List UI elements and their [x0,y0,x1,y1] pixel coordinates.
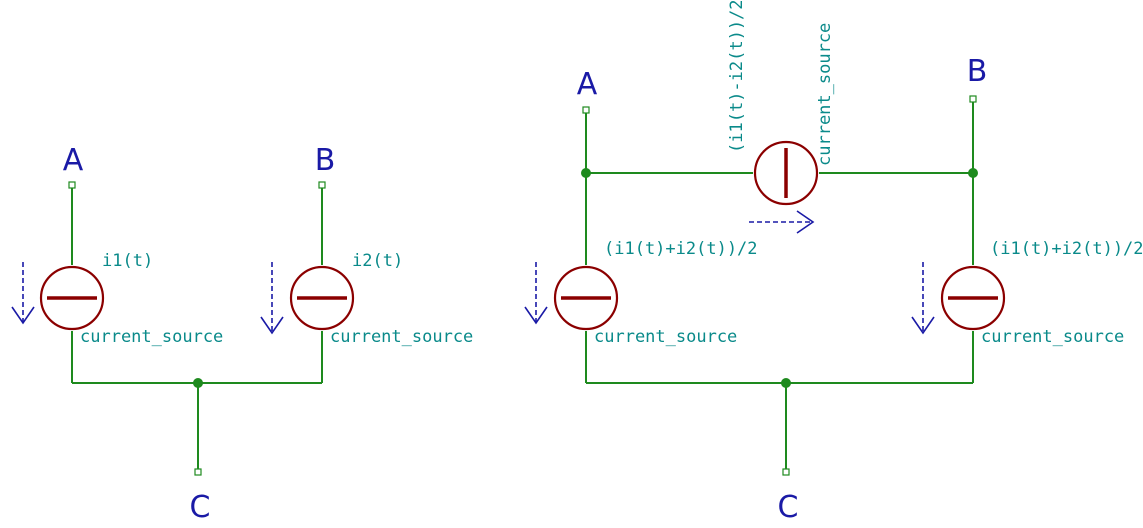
current-source-2 [289,265,355,331]
pin-b [969,95,977,103]
net-label-b: B [315,143,336,178]
pin-a [582,106,590,114]
pin-c [194,468,202,476]
source-right-name: current_source [981,327,1124,347]
current-source-left [553,265,619,331]
net-label-a: A [63,143,84,178]
source-top-value: (i1(t)-i2(t))/2 [727,0,747,153]
current-source-1 [39,265,105,331]
net-label-c: C [778,490,799,525]
pin-c [782,468,790,476]
source1-value: i1(t) [102,251,153,271]
current-source-symbol-icon [753,140,819,206]
current-source-symbol-icon [553,265,619,331]
current-direction-arrow-icon [911,262,935,335]
left-circuit: A B C i1(t) current_source i2(t) current… [11,143,473,525]
current-source-symbol-icon [940,265,1006,331]
junction-dot [193,378,203,388]
current-direction-arrow-icon [260,262,284,335]
net-label-c: C [190,490,211,525]
source1-name: current_source [80,327,223,347]
current-source-top [753,140,819,206]
current-source-right [940,265,1006,331]
junction-dot [781,378,791,388]
current-source-symbol-icon [39,265,105,331]
junction-dot [968,168,978,178]
source-right-value: (i1(t)+i2(t))/2 [990,239,1143,259]
source-left-name: current_source [594,327,737,347]
junction-dot [581,168,591,178]
current-direction-arrow-icon [749,210,815,234]
source2-value: i2(t) [352,251,403,271]
current-direction-arrow-icon [11,262,35,325]
source-left-value: (i1(t)+i2(t))/2 [604,239,758,259]
source2-name: current_source [330,327,473,347]
current-direction-arrow-icon [524,262,548,325]
net-label-b: B [967,54,988,89]
net-label-a: A [577,67,598,102]
pin-a [68,181,76,189]
right-circuit: A B C (i1(t)+i2(t))/2 current_source (i1… [524,0,1143,525]
current-source-symbol-icon [289,265,355,331]
source-top-name: current_source [815,23,835,166]
pin-b [318,181,326,189]
